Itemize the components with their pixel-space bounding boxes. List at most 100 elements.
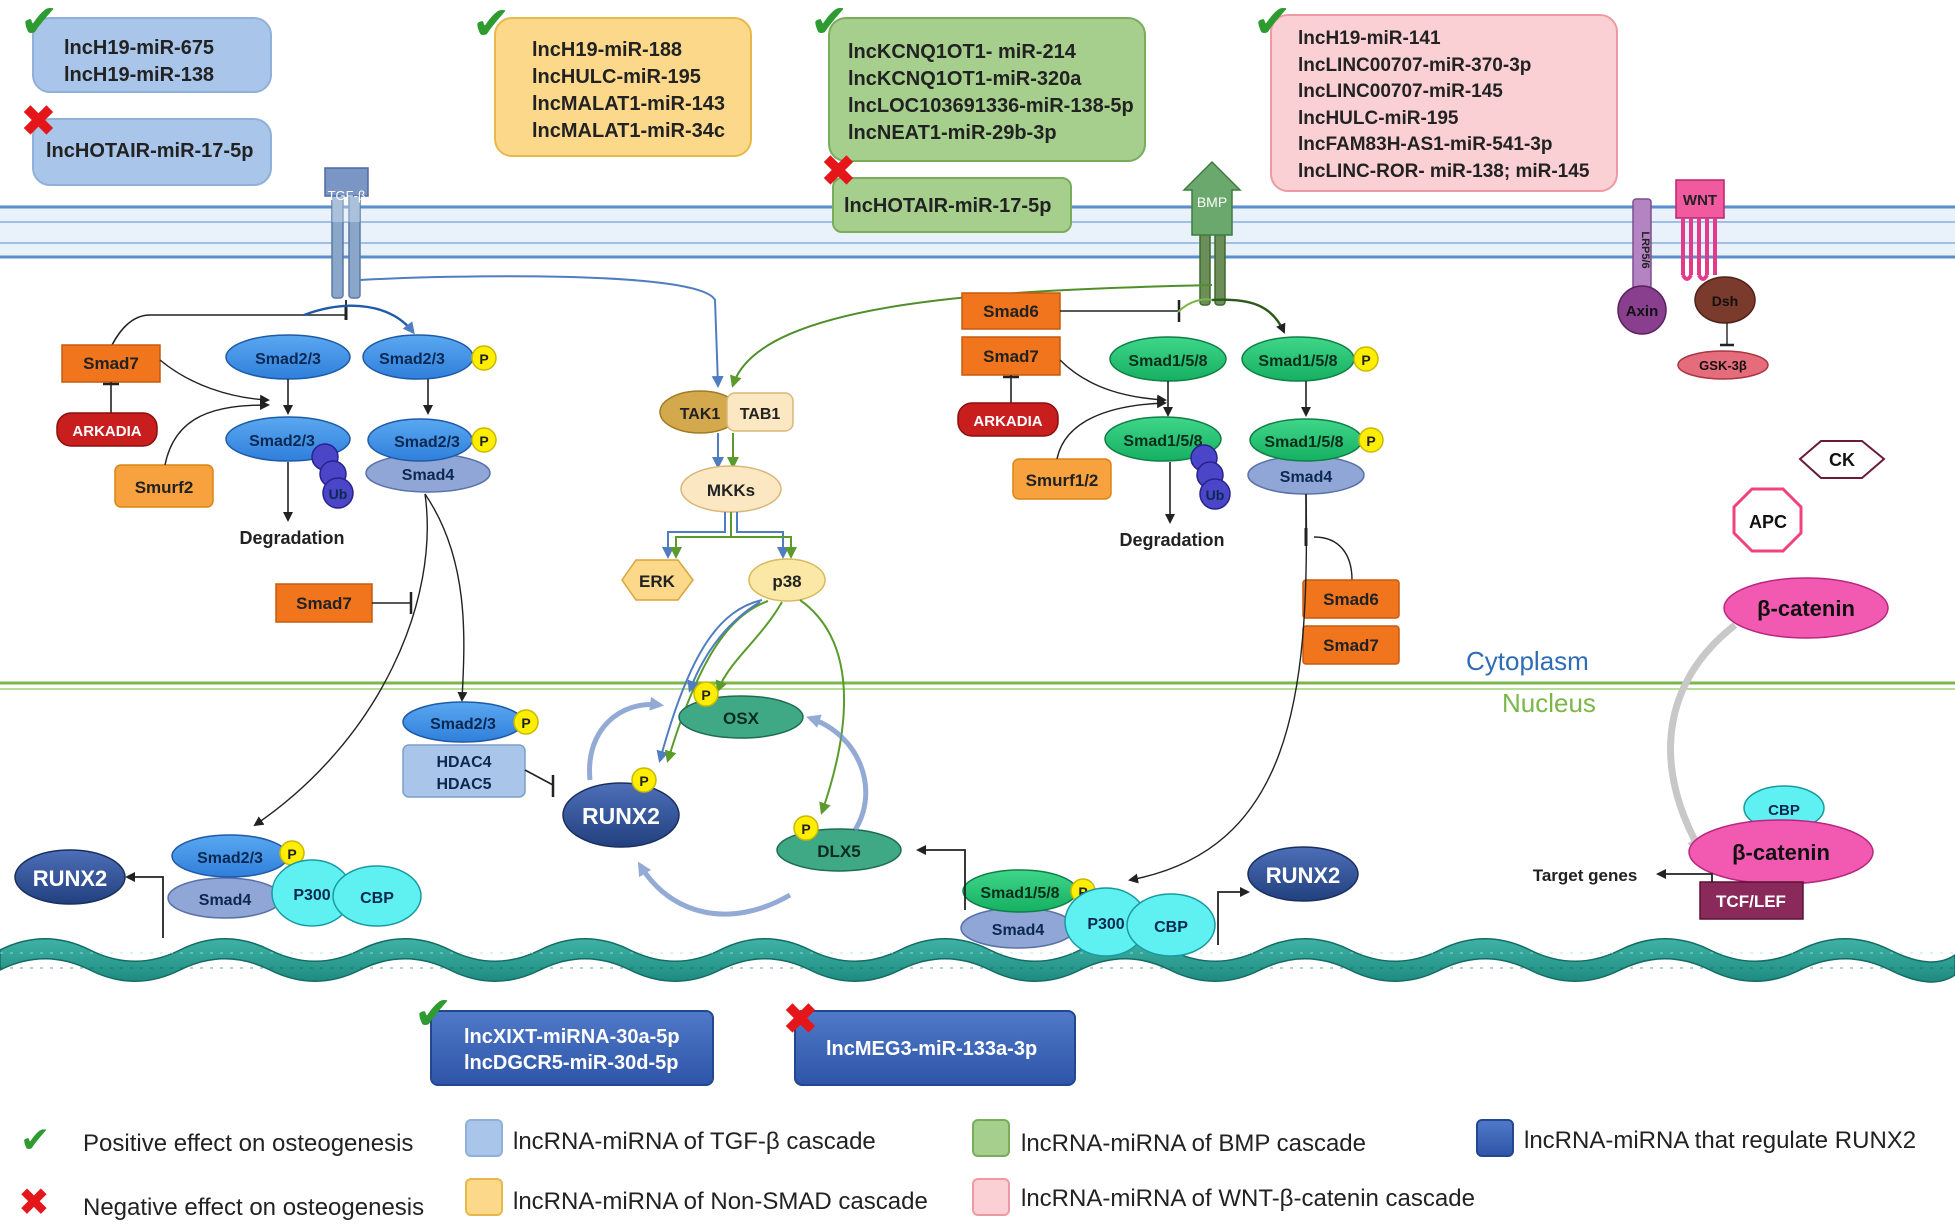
- wnt-line-6: lncLINC-ROR- miR-138; miR-145: [1298, 160, 1590, 182]
- dna-strand: [0, 938, 1955, 983]
- cbp-label-wnt: CBP: [1768, 802, 1800, 819]
- smad23-label-6: Smad2/3: [197, 850, 263, 867]
- smad158-ub: [1104, 416, 1222, 462]
- axin: [1617, 285, 1667, 335]
- cbp-left: [332, 865, 422, 927]
- cbp-label-right: CBP: [1154, 919, 1188, 936]
- dlx5-label: DLX5: [817, 842, 860, 861]
- erk: [621, 559, 694, 601]
- bmp-positive-box: lncKCNQ1OT1- miR-214 lncKCNQ1OT1-miR-320…: [828, 17, 1146, 162]
- smad158-label-2: Smad1/5/8: [1123, 433, 1202, 450]
- smad6-box-top: [961, 292, 1061, 330]
- cbp-right: [1126, 893, 1216, 957]
- nonsmad-line-1: lncH19-miR-188: [532, 39, 683, 61]
- bmp-pathway: Smad6 Smad7 ARKADIA Smurf1/2 Smad1/5/8 S…: [916, 292, 1400, 957]
- nonsmad-line-3: lncMALAT1-miR-143: [532, 93, 725, 115]
- p-label-3: P: [521, 715, 530, 731]
- p300-label-left: P300: [293, 887, 330, 904]
- ck-label: CK: [1829, 450, 1855, 470]
- smad4-label-1: Smad4: [402, 467, 455, 484]
- dsh: [1694, 276, 1756, 324]
- axin-label: Axin: [1626, 303, 1659, 320]
- tgfb-receptor: [331, 182, 361, 299]
- smad7-box-mid: [275, 583, 373, 623]
- degradation-label-right: Degradation: [1119, 530, 1224, 550]
- smurf12-label: Smurf1/2: [1026, 471, 1099, 490]
- legend-nonsmad: lncRNA-miRNA of Non-SMAD cascade: [513, 1188, 928, 1215]
- p-label-8: P: [1361, 352, 1370, 368]
- smad4-label-2: Smad4: [199, 892, 252, 909]
- tgfb-label: TGF-β: [328, 188, 366, 203]
- osx: [678, 695, 804, 739]
- check-mark-icon: ✔: [414, 986, 453, 1040]
- runx2-label-left: RUNX2: [33, 866, 108, 891]
- smad7-label-left: Smad7: [83, 354, 139, 373]
- wnt-label: WNT: [1683, 192, 1717, 209]
- smad7-box-bmp: [961, 336, 1061, 376]
- beta-catenin-label-2: β-catenin: [1732, 840, 1830, 865]
- legend-tgf: lncRNA-miRNA of TGF-β cascade: [513, 1128, 876, 1155]
- smad23-label-4: Smad2/3: [394, 434, 460, 451]
- wnt-line-1: lncH19-miR-141: [1298, 28, 1441, 49]
- ubiquitin-icon: [322, 477, 354, 509]
- red-cross-icon: ✖: [18, 1180, 50, 1224]
- apc-label: APC: [1749, 512, 1787, 532]
- wnt-positive-box: lncH19-miR-141 lncLINC00707-miR-370-3p l…: [1270, 14, 1618, 192]
- legend-runx2: lncRNA-miRNA that regulate RUNX2: [1524, 1127, 1917, 1154]
- runx2-left: [14, 849, 126, 905]
- red-cross-icon: ✖: [820, 146, 857, 197]
- p300-label-right: P300: [1087, 916, 1124, 933]
- bmp-ligand: BMP: [1182, 160, 1242, 236]
- nucleus-label: Nucleus: [1502, 688, 1596, 718]
- tgf-positive-box: lncH19-miR-675 lncH19-miR-138: [32, 17, 272, 93]
- frizzled-receptor: [1681, 218, 1717, 281]
- nonsmad-positive-box: lncH19-miR-188 lncHULC-miR-195 lncMALAT1…: [494, 17, 752, 157]
- bmp-positive-line-2: lncKCNQ1OT1-miR-320a: [848, 68, 1082, 90]
- check-mark-icon: ✔: [1253, 0, 1292, 48]
- smad23-label-1: Smad2/3: [255, 351, 321, 368]
- p38: [748, 558, 826, 602]
- bmp-positive-line-1: lncKCNQ1OT1- miR-214: [848, 41, 1076, 63]
- ck: [1798, 440, 1886, 479]
- gsk3b: [1677, 350, 1769, 380]
- wnt-line-3: lncLINC00707-miR-145: [1298, 81, 1503, 102]
- degradation-label-left: Degradation: [239, 528, 344, 548]
- smad158-label-3: Smad1/5/8: [1258, 353, 1337, 370]
- bmp-positive-line-4: lncNEAT1-miR-29b-3p: [848, 122, 1057, 144]
- runx2-negative-box: lncMEG3-miR-133a-3p: [794, 1010, 1076, 1086]
- wnt-pathway: LRP5/6 Axin WNT Dsh GSK-3β CK APC β-cate…: [1533, 179, 1889, 920]
- legend-positive: Positive effect on osteogenesis: [83, 1130, 414, 1157]
- tcf-lef: [1699, 881, 1804, 920]
- legend-swatch-runx2: [1476, 1119, 1514, 1157]
- apc: [1732, 487, 1803, 553]
- cytoplasm-label: Cytoplasm: [1466, 646, 1589, 676]
- smad7-label-lower: Smad7: [1323, 636, 1379, 655]
- wnt-line-4: lncHULC-miR-195: [1298, 107, 1459, 129]
- legend-swatch-nonsmad: [465, 1178, 503, 1216]
- smurf2-label: Smurf2: [135, 478, 194, 497]
- hdac-box: [402, 744, 526, 798]
- tab1-label: TAB1: [740, 406, 781, 423]
- smad7-label-mid: Smad7: [296, 594, 352, 613]
- runx2-label-right: RUNX2: [1266, 863, 1341, 888]
- smad23-label-3: Smad2/3: [379, 351, 445, 368]
- tab1: [726, 392, 794, 432]
- runx2-positive-line-2: lncDGCR5-miR-30d-5p: [464, 1052, 679, 1074]
- ub-label-left: Ub: [329, 486, 348, 502]
- runx2-center: [562, 782, 680, 848]
- smad6-box-lower: [1302, 579, 1400, 619]
- runx2-right: [1247, 846, 1359, 902]
- wnt-line-5: lncFAM83H-AS1-miR-541-3p: [1298, 134, 1553, 155]
- check-mark-icon: ✔: [20, 0, 59, 48]
- red-cross-icon: ✖: [782, 994, 819, 1045]
- smad23-label-2: Smad2/3: [249, 433, 315, 450]
- legend-swatch-bmp: [972, 1119, 1010, 1157]
- osx-label: OSX: [723, 709, 760, 728]
- smad6-label-lower: Smad6: [1323, 590, 1379, 609]
- bmp-negative-line-1: lncHOTAIR-miR-17-5p: [844, 195, 1052, 217]
- nonsmad-pathway: TAK1 TAB1 MKKs ERK p38 OSX P DLX5 P: [359, 275, 1213, 917]
- nonsmad-line-4: lncMALAT1-miR-34c: [532, 120, 725, 142]
- nuclear-membrane: [0, 681, 1955, 690]
